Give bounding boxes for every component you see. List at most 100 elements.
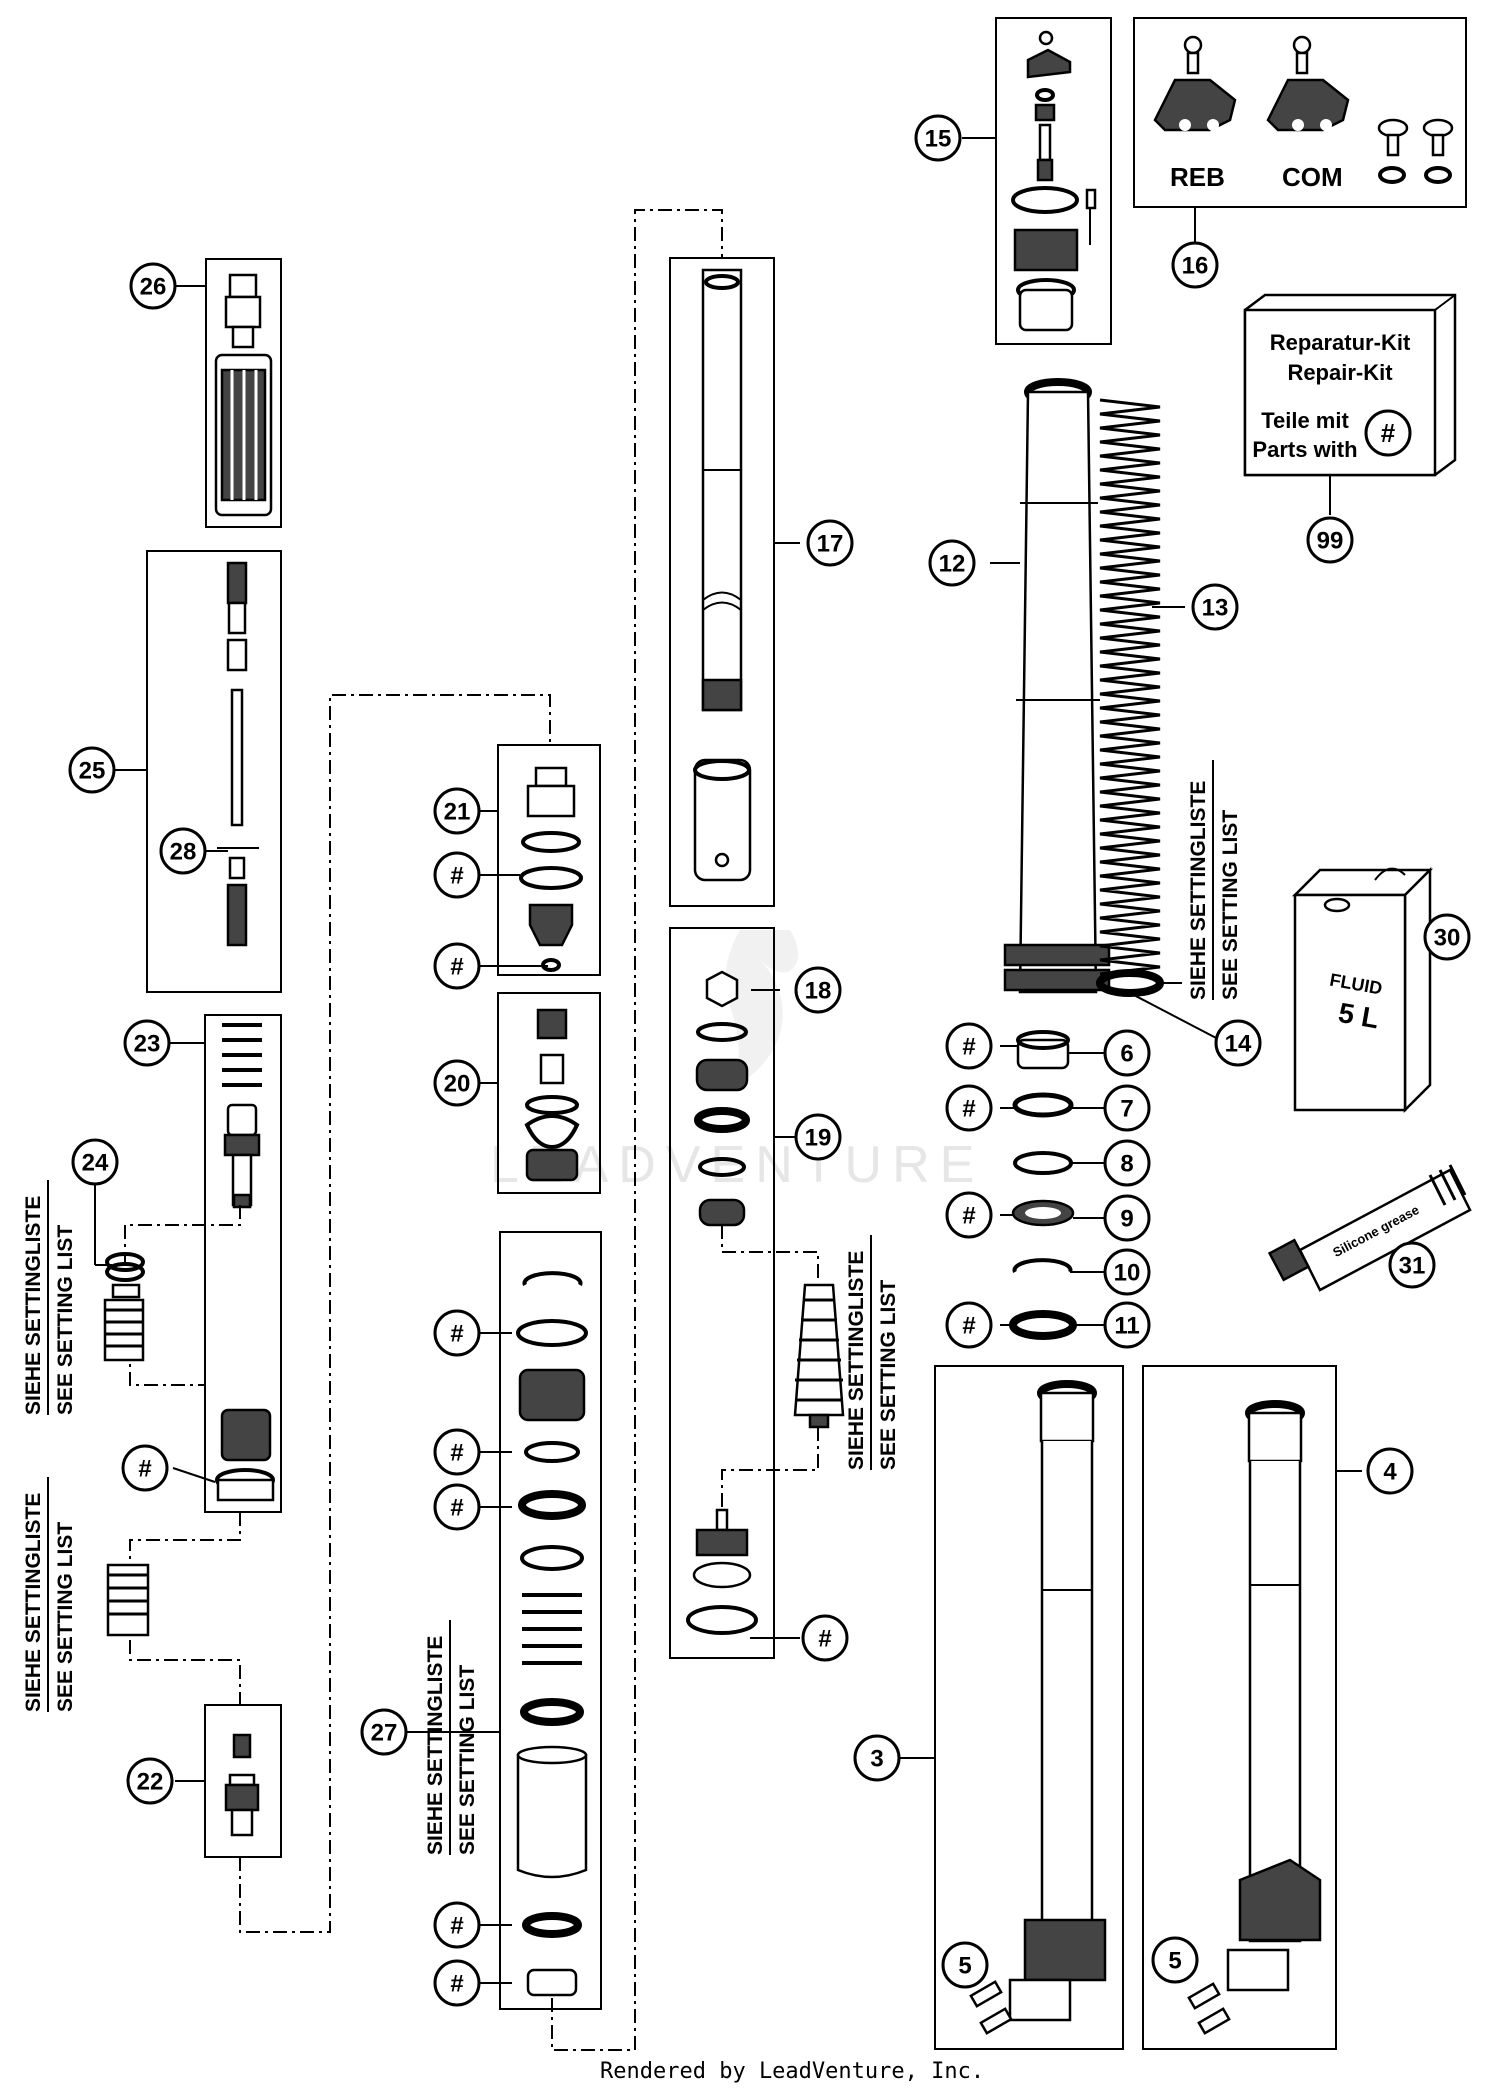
callout-circle	[806, 519, 854, 567]
cartridge-tube-part	[693, 268, 752, 882]
setting-list-24: SIEHE SETTINGLISTE SEE SETTING LIST	[22, 1180, 77, 1415]
setting-de-13: SIEHE SETTINGLISTE	[1187, 781, 1210, 1000]
callout-number: 14	[1225, 1031, 1252, 1058]
callout-c22: 22	[126, 1757, 174, 1805]
callout-h11: #	[945, 1084, 993, 1132]
axle-screws-3-part	[969, 1980, 1013, 2035]
callout-number: 19	[805, 1125, 832, 1152]
callout-circle	[1191, 583, 1239, 631]
callout-h8: #	[433, 1959, 481, 2007]
callout-number: 24	[82, 1150, 109, 1177]
setting-list-13: SIEHE SETTINGLISTE SEE SETTING LIST	[1187, 760, 1242, 1000]
callout-circle	[433, 1483, 481, 1531]
callout-circle	[1388, 1241, 1436, 1289]
callout-number: 8	[1120, 1151, 1133, 1178]
rebound-adjuster-part	[1153, 35, 1237, 132]
rings-6-11	[1000, 1030, 1105, 1340]
callout-number: 3	[870, 1746, 883, 1773]
group-20	[480, 992, 601, 1194]
callout-circle	[801, 1614, 849, 1662]
callout-c6: 6	[1103, 1029, 1151, 1077]
setting-en-13: SEE SETTING LIST	[1219, 810, 1242, 1000]
callout-circle	[928, 539, 976, 587]
callout-c17: 17	[806, 519, 854, 567]
callout-number: 5	[1168, 1948, 1181, 1975]
callout-number: 20	[444, 1071, 471, 1098]
callout-h7: #	[433, 1901, 481, 1949]
callout-circle	[68, 746, 116, 794]
callout-circle	[433, 1901, 481, 1949]
callout-circle	[1103, 1029, 1151, 1077]
callout-c8: 8	[1103, 1139, 1151, 1187]
callout-c99: 99	[1306, 516, 1354, 564]
callout-c7: 7	[1103, 1084, 1151, 1132]
callout-circle	[123, 1019, 171, 1067]
setting-list-27: SIEHE SETTINGLISTE SEE SETTING LIST	[424, 1620, 479, 1855]
piston-rod-part	[217, 561, 259, 947]
callout-h6: #	[433, 1483, 481, 1531]
callout-circle	[71, 1138, 119, 1186]
callout-h2: #	[433, 851, 481, 899]
parts-with-symbol: #	[1381, 418, 1396, 448]
callout-circle	[433, 1309, 481, 1357]
callout-circle	[433, 1428, 481, 1476]
setting-list-22: SIEHE SETTINGLISTE SEE SETTING LIST	[22, 1477, 77, 1712]
inner-tube-4-part	[1226, 1400, 1322, 1992]
callout-number: #	[450, 954, 463, 981]
callout-number: #	[450, 1971, 463, 1998]
callout-c25: 25	[68, 746, 116, 794]
callout-number: #	[450, 863, 463, 890]
callout-c4: 4	[1366, 1447, 1414, 1495]
callout-number: 22	[137, 1769, 164, 1796]
callout-number: 23	[134, 1031, 161, 1058]
inner-tube-3-part	[1008, 1380, 1107, 2022]
callout-number: #	[962, 1203, 975, 1230]
bumper-left-part	[106, 1512, 241, 1705]
repair-kit-en-text: Repair-Kit	[1287, 360, 1393, 385]
callout-h3: #	[433, 942, 481, 990]
callout-circle	[1103, 1301, 1151, 1349]
callout-layer: 2625282324222120271718191516991213143031…	[68, 114, 1471, 2007]
callout-circle	[433, 851, 481, 899]
callout-number: #	[450, 1440, 463, 1467]
callout-circle	[1214, 1019, 1262, 1067]
group-23	[124, 1014, 282, 1513]
callout-circle	[794, 1113, 842, 1161]
callout-number: 16	[1182, 253, 1209, 280]
callout-circle	[1103, 1084, 1151, 1132]
callout-c12: 12	[928, 539, 976, 587]
callout-circle	[121, 1444, 169, 1492]
callout-c14: 14	[1214, 1019, 1262, 1067]
callout-circle	[1103, 1139, 1151, 1187]
callout-number: #	[962, 1313, 975, 1340]
group-16: REB COM	[1133, 17, 1467, 245]
setting-list-19: SIEHE SETTINGLISTE SEE SETTING LIST	[845, 1235, 900, 1470]
callout-h9: #	[801, 1614, 849, 1662]
callout-number: 18	[805, 978, 832, 1005]
callout-c10: 10	[1103, 1248, 1151, 1296]
callout-number: 30	[1434, 925, 1461, 952]
group-22	[175, 694, 551, 1933]
callout-c30: 30	[1423, 913, 1471, 961]
group-3	[900, 1365, 1124, 2050]
com-label: COM	[1282, 162, 1343, 192]
callout-number: 10	[1114, 1260, 1141, 1287]
setting-en-22: SEE SETTING LIST	[54, 1522, 77, 1712]
callout-number: 7	[1120, 1096, 1133, 1123]
callout-number: 4	[1383, 1459, 1397, 1486]
callout-c16: 16	[1171, 241, 1219, 289]
callout-circle	[159, 827, 207, 875]
callout-circle	[1103, 1194, 1151, 1242]
callout-circle	[1366, 1447, 1414, 1495]
group-26	[175, 258, 282, 528]
callout-c23: 23	[123, 1019, 171, 1067]
callout-circle	[945, 1191, 993, 1239]
setting-de-27: SIEHE SETTINGLISTE	[424, 1636, 447, 1855]
callout-number: 21	[444, 799, 471, 826]
spring-23-part	[222, 1023, 262, 1209]
callout-circle	[945, 1084, 993, 1132]
callout-h1: #	[121, 1444, 169, 1492]
callout-number: 26	[140, 274, 167, 301]
callout-h5: #	[433, 1428, 481, 1476]
